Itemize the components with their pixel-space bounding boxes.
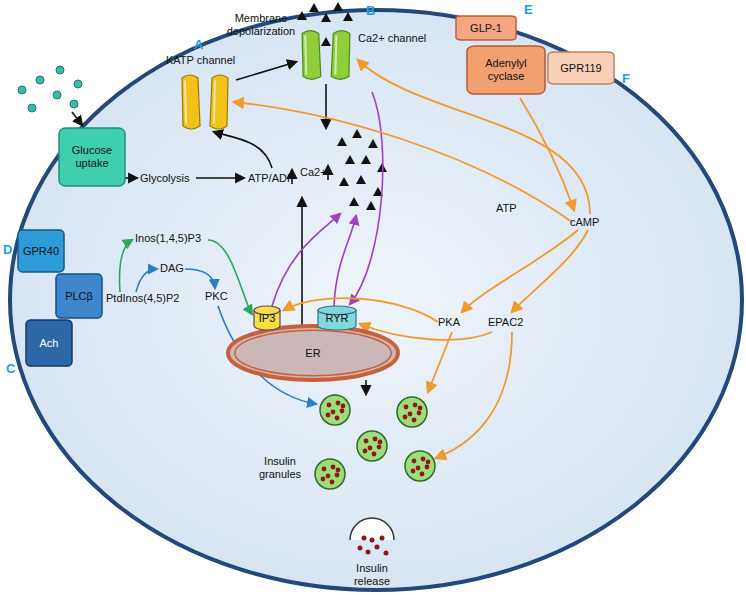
callout-letter: A <box>194 38 203 52</box>
cell-membrane <box>10 10 742 590</box>
node-label: GPR40 <box>23 245 59 258</box>
ryanodine-receptor: RYR <box>318 306 356 330</box>
node-shape <box>180 72 230 132</box>
enzyme-box: Adenylyl cyclase <box>467 46 545 94</box>
pathway-label: Insulin release <box>344 562 400 587</box>
node-label: GLP-1 <box>470 22 502 35</box>
pathway-label: Ca2+ <box>300 166 327 179</box>
pathway-label: cAMP <box>570 216 599 229</box>
enzyme-box: PLCβ <box>56 274 102 318</box>
receptor-box: FGPR119 <box>548 52 614 84</box>
pathway-label: DAG <box>160 262 184 275</box>
node-label: IP3 <box>259 312 276 325</box>
release-vesicle <box>350 518 394 540</box>
katp-channel: AKATP channel <box>180 72 230 132</box>
insulin-granules <box>315 395 435 489</box>
node-label: PLCβ <box>65 290 93 303</box>
er-organelle: ER <box>228 326 398 380</box>
calcium-channel: BCa2+ channel <box>300 28 352 82</box>
pathway-label: ATP/ADP <box>248 172 294 185</box>
receptor-box: DGPR40 <box>18 230 64 272</box>
node-label: ER <box>305 347 320 360</box>
pathway-label: EPAC2 <box>488 316 523 329</box>
purple-arrows <box>272 92 383 306</box>
callout-letter: D <box>3 243 12 257</box>
pathway-label: Inos(1,4,5)P3 <box>135 232 201 245</box>
callout-letter: B <box>366 4 375 18</box>
node-label: Glucose uptake <box>62 144 122 169</box>
pathway-label: ATP <box>496 202 517 215</box>
transporter-box: Glucose uptake <box>59 128 125 186</box>
callout-letter: E <box>524 3 533 17</box>
receptor-box: CAch <box>26 320 72 366</box>
node-label: Adenylyl cyclase <box>470 57 542 82</box>
node-shape <box>300 28 352 82</box>
node-label: Ach <box>40 337 59 350</box>
node-label: GPR119 <box>560 62 601 75</box>
pathway-label: PtdInos(4,5)P2 <box>106 292 179 305</box>
orange-arrows <box>234 60 590 458</box>
node-label: Ca2+ channel <box>358 32 426 44</box>
node-label: RYR <box>325 312 348 325</box>
callout-letter: F <box>622 72 630 86</box>
pathway-label: PKA <box>438 316 460 329</box>
receptor-box: EGLP-1 <box>456 16 516 40</box>
calcium-ions <box>241 2 391 370</box>
callout-letter: C <box>6 362 15 376</box>
pathway-label: Glycolysis <box>140 172 190 185</box>
ip3-receptor: IP3 <box>254 306 280 330</box>
pathway-label: Insulin granules <box>250 455 310 480</box>
released-insulin <box>358 536 389 556</box>
pathway-label: PKC <box>205 290 228 303</box>
node-label: KATP channel <box>166 54 235 66</box>
glucose-dots <box>18 66 82 112</box>
pathway-label: Membrane depolarization <box>222 12 300 37</box>
